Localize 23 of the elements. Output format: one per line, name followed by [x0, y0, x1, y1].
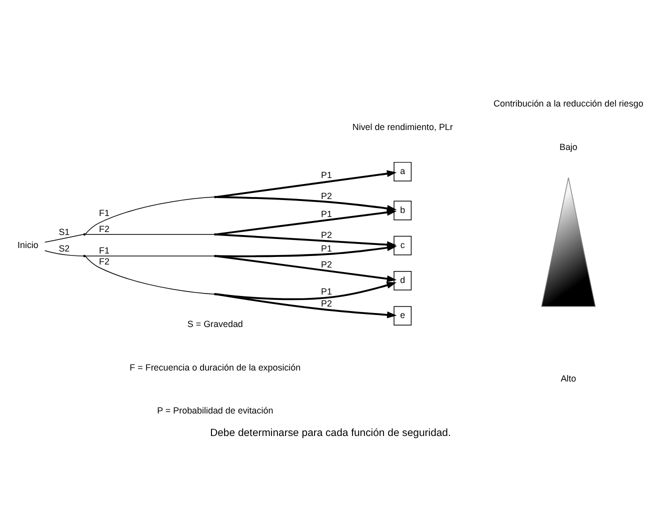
edge-label: P2 — [320, 259, 332, 270]
edge-label: F1 — [99, 208, 110, 218]
node-text: Inicio — [18, 239, 38, 250]
label: P = Probabilidad de evitación — [157, 405, 274, 416]
label: F = Frecuencia o duración de la exposición — [130, 362, 301, 372]
edge-label: P1 — [320, 170, 332, 180]
edge-label: P2 — [320, 229, 332, 240]
caption: Debe determinarse para cada función de seguridad. — [210, 428, 451, 439]
label: S = Gravedad — [187, 318, 243, 329]
edge-label: F2 — [99, 223, 110, 234]
label: Nivel de rendimiento, PLr — [352, 121, 453, 132]
edge-label: S1 — [58, 226, 70, 236]
edge-label: P1 — [320, 286, 332, 296]
edge-label: F2 — [99, 256, 110, 266]
label: Alto — [560, 373, 576, 384]
edge-label: F1 — [99, 245, 110, 256]
label: Contribución a la reducción del riesgo — [494, 98, 644, 108]
label: Bajo — [559, 142, 578, 152]
edge-label: P2 — [320, 190, 332, 200]
edge-label: P1 — [320, 208, 332, 218]
edge-label: P2 — [320, 298, 332, 308]
edge-label: S2 — [58, 242, 70, 253]
edge-label: P1 — [320, 242, 332, 253]
